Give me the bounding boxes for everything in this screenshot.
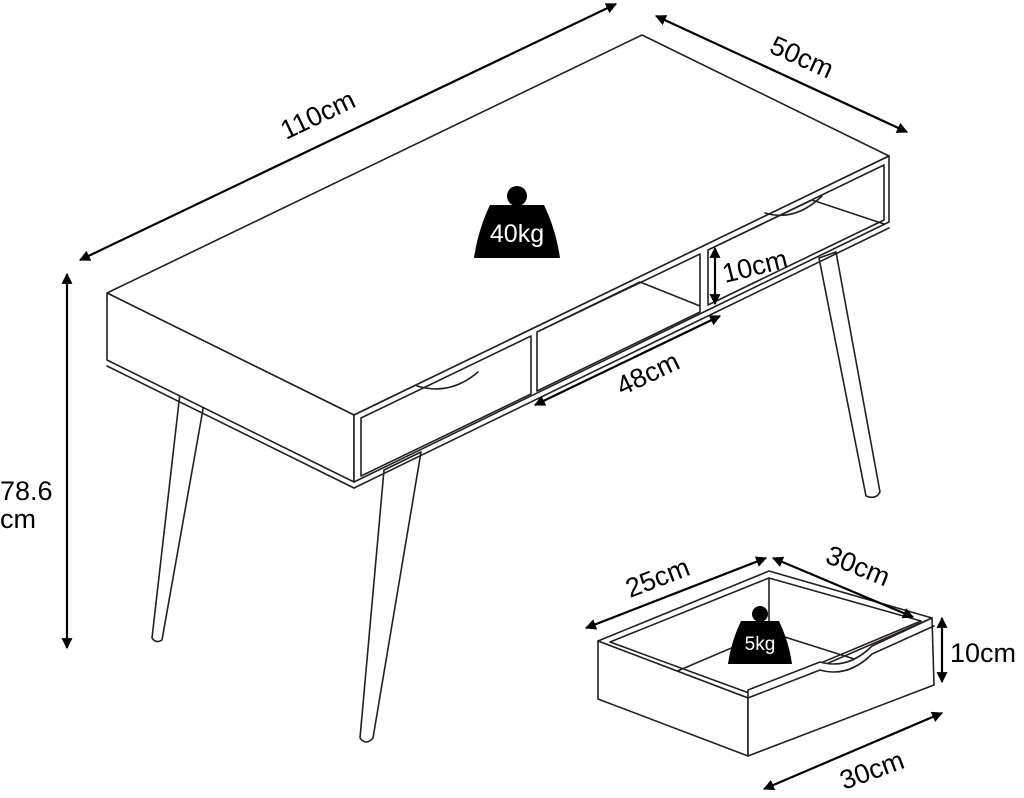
drawer-length-label: 25cm [621, 552, 693, 604]
drawer-load-label: 5kg [745, 634, 776, 655]
desk-leg-front-left [151, 392, 206, 643]
drawer-front-width-label: 30cm [836, 745, 908, 796]
length-dimension-arrow [79, 3, 617, 261]
desk-leg-back-right [818, 251, 881, 499]
drawer-height-label: 10cm [950, 638, 1016, 668]
drawer-front-left [360, 335, 532, 477]
depth-label: 50cm [766, 30, 839, 84]
drawer-width-arrow [771, 556, 915, 619]
weight-icon-5kg: 5kg [728, 606, 792, 664]
depth-dimension-arrow [655, 15, 908, 133]
desk-front-bottom-edge [106, 365, 355, 489]
height-value-label: 78.6 [0, 476, 53, 506]
drawer-handle-left [416, 371, 479, 390]
drawer-opening-label: 48cm [612, 346, 685, 402]
drawer-front-width-arrow [762, 711, 944, 791]
drawer-length-arrow [584, 556, 768, 630]
open-compartment-back [707, 164, 885, 306]
desk-leg-front-right [359, 451, 422, 743]
length-label: 110cm [276, 84, 360, 145]
drawer-width-label: 30cm [822, 540, 894, 593]
height-unit-label: cm [0, 504, 36, 534]
desk-load-label: 40kg [490, 220, 544, 248]
drawer-handle-right [764, 195, 823, 217]
drawer-front-top-edge [747, 625, 935, 699]
weight-icon-40kg: 40kg [474, 186, 560, 258]
drawer-opening-arrow [534, 315, 721, 406]
